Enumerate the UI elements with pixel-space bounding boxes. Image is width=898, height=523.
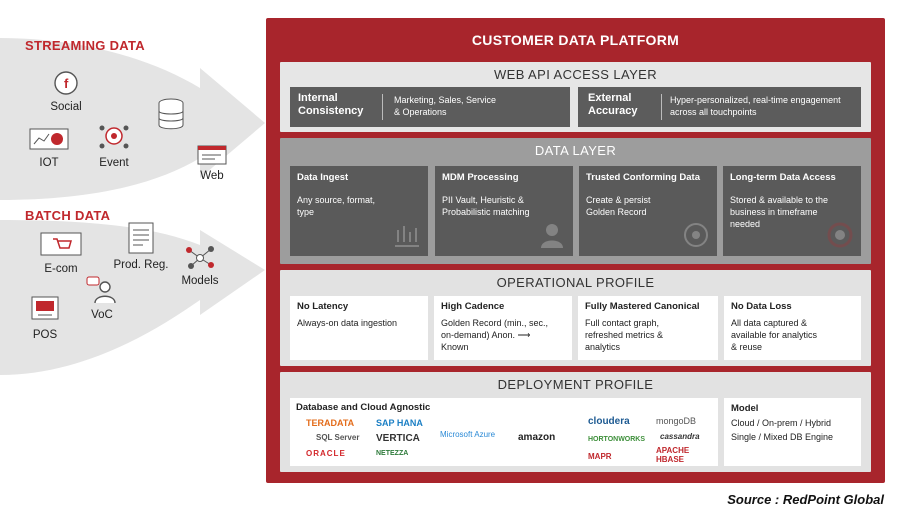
agnostic-heading: Database and Cloud Agnostic — [296, 402, 431, 413]
vendor-oracle: ORACLE — [306, 449, 346, 458]
card-text: PII Vault, Heuristic & Probabilistic mat… — [442, 195, 530, 217]
source-label: Event — [99, 157, 129, 169]
layer-title: OPERATIONAL PROFILE — [496, 275, 655, 290]
cart-icon — [40, 232, 82, 256]
mdm-watermark-icon — [541, 224, 563, 248]
card-text: Any source, format, type — [297, 195, 376, 217]
layer-title: DEPLOYMENT PROFILE — [497, 377, 654, 392]
card-text: Stored & available to the business in ti… — [730, 195, 829, 229]
longterm-watermark-icon — [827, 222, 853, 248]
op-card-cadence: High Cadence Golden Record (min., sec., … — [434, 296, 572, 360]
vendor-panel: Database and Cloud Agnostic TERADATA SQL… — [290, 398, 718, 466]
source-ecom: E-com — [37, 232, 85, 275]
data-layer: DATA LAYER Data Ingest Any source, forma… — [280, 138, 871, 264]
network-icon — [99, 125, 129, 149]
source-label: POS — [32, 329, 58, 341]
card-heading: External Accuracy — [588, 92, 638, 117]
card-heading: Trusted Conforming Data — [586, 172, 701, 183]
vendor-hbase: APACHE HBASE — [656, 446, 690, 464]
data-card-ingest: Data Ingest Any source, format, type — [290, 166, 428, 256]
vendor-mapr: MAPR — [588, 452, 612, 461]
source-voc: VoC — [80, 276, 124, 321]
card-heading: MDM Processing — [442, 172, 519, 183]
card-heading: Fully Mastered Canonical — [585, 301, 700, 312]
card-text: Create & persist Golden Record — [586, 195, 651, 217]
layer-title: DATA LAYER — [534, 143, 617, 158]
card-text: Hyper-personalized, real-time engagement… — [670, 95, 841, 117]
streaming-title: STREAMING DATA — [25, 38, 145, 53]
layer-title: WEB API ACCESS LAYER — [493, 67, 658, 82]
vendor-teradata: TERADATA — [306, 418, 355, 428]
batch-title: BATCH DATA — [25, 208, 111, 223]
pos-icon — [31, 296, 59, 320]
card-divider — [661, 94, 662, 120]
card-heading: Data Ingest — [297, 172, 349, 183]
card-heading: Internal Consistency — [298, 92, 364, 117]
trusted-watermark-icon — [684, 223, 708, 247]
source-label: Prod. Reg. — [113, 259, 169, 271]
web-api-card-external: External Accuracy Hyper-personalized, re… — [578, 87, 861, 127]
vendor-amazon: amazon — [518, 432, 556, 443]
operational-profile: OPERATIONAL PROFILE No Latency Always-on… — [280, 270, 871, 366]
source-models: Models — [174, 244, 226, 287]
database-icon — [157, 98, 185, 135]
source-label: Models — [181, 275, 219, 287]
source-web: Web — [192, 145, 232, 182]
source-label: VoC — [91, 309, 113, 321]
model-panel: Model Cloud / On-prem / Hybrid Single / … — [724, 398, 861, 466]
card-heading: Long-term Data Access — [730, 172, 836, 183]
source-pos: POS — [26, 296, 64, 341]
vendor-sqlserver: SQL Server — [316, 433, 360, 442]
card-heading: No Data Loss — [731, 301, 792, 312]
card-divider — [382, 94, 383, 120]
nodes-icon — [186, 246, 214, 269]
data-card-mdm: MDM Processing PII Vault, Heuristic & Pr… — [435, 166, 573, 256]
source-label: IOT — [39, 157, 59, 169]
source-prodreg: Prod. Reg. — [108, 222, 174, 271]
op-card-canonical: Fully Mastered Canonical Full contact gr… — [578, 296, 718, 360]
source-label: Web — [200, 170, 224, 182]
data-card-longterm: Long-term Data Access Stored & available… — [723, 166, 861, 256]
source-credit: Source : RedPoint Global — [727, 492, 884, 507]
vendor-mongodb: mongoDB — [656, 416, 697, 426]
vendor-netezza: NETEZZA — [376, 450, 409, 457]
facebook-icon: f — [54, 71, 78, 95]
source-social: f Social — [44, 70, 88, 113]
model-line: Single / Mixed DB Engine — [731, 432, 834, 442]
browser-icon — [197, 145, 227, 165]
card-text: Golden Record (min., sec., on-demand) An… — [441, 318, 549, 352]
op-card-latency: No Latency Always-on data ingestion — [290, 296, 428, 360]
card-heading: No Latency — [297, 301, 349, 312]
op-card-dataloss: No Data Loss All data captured & availab… — [724, 296, 861, 360]
svg-text:f: f — [64, 76, 69, 91]
card-text: Full contact graph, refreshed metrics & … — [585, 318, 664, 352]
platform-title: CUSTOMER DATA PLATFORM — [471, 32, 680, 48]
web-api-layer: WEB API ACCESS LAYER Internal Consistenc… — [280, 62, 871, 132]
vendor-vertica: VERTICA — [376, 433, 420, 444]
source-iot: IOT — [27, 128, 71, 169]
document-icon — [128, 222, 154, 254]
web-api-card-internal: Internal Consistency Marketing, Sales, S… — [290, 87, 570, 127]
card-text: Always-on data ingestion — [297, 318, 398, 328]
vendor-cassandra: cassandra — [660, 432, 700, 441]
model-heading: Model — [731, 403, 759, 414]
ingest-watermark-icon — [395, 226, 419, 247]
source-event: Event — [92, 120, 136, 169]
card-text: Marketing, Sales, Service & Operations — [394, 95, 497, 117]
source-label: E-com — [44, 263, 78, 275]
chart-icon — [29, 128, 69, 150]
card-heading: High Cadence — [441, 301, 505, 312]
card-text: All data captured & available for analyt… — [731, 318, 818, 352]
vendor-hortonworks: HORTONWORKS — [588, 436, 646, 443]
deployment-profile: DEPLOYMENT PROFILE Database and Cloud Ag… — [280, 372, 871, 472]
vendor-cloudera: cloudera — [588, 416, 630, 427]
source-label: Social — [50, 101, 82, 113]
vendor-azure: Microsoft Azure — [440, 430, 496, 439]
speaker-icon — [86, 276, 116, 304]
model-line: Cloud / On-prem / Hybrid — [731, 418, 832, 428]
vendor-saphana: SAP HANA — [376, 418, 423, 428]
data-card-trusted: Trusted Conforming Data Create & persist… — [579, 166, 717, 256]
customer-data-platform: CUSTOMER DATA PLATFORM WEB API ACCESS LA… — [266, 18, 885, 483]
